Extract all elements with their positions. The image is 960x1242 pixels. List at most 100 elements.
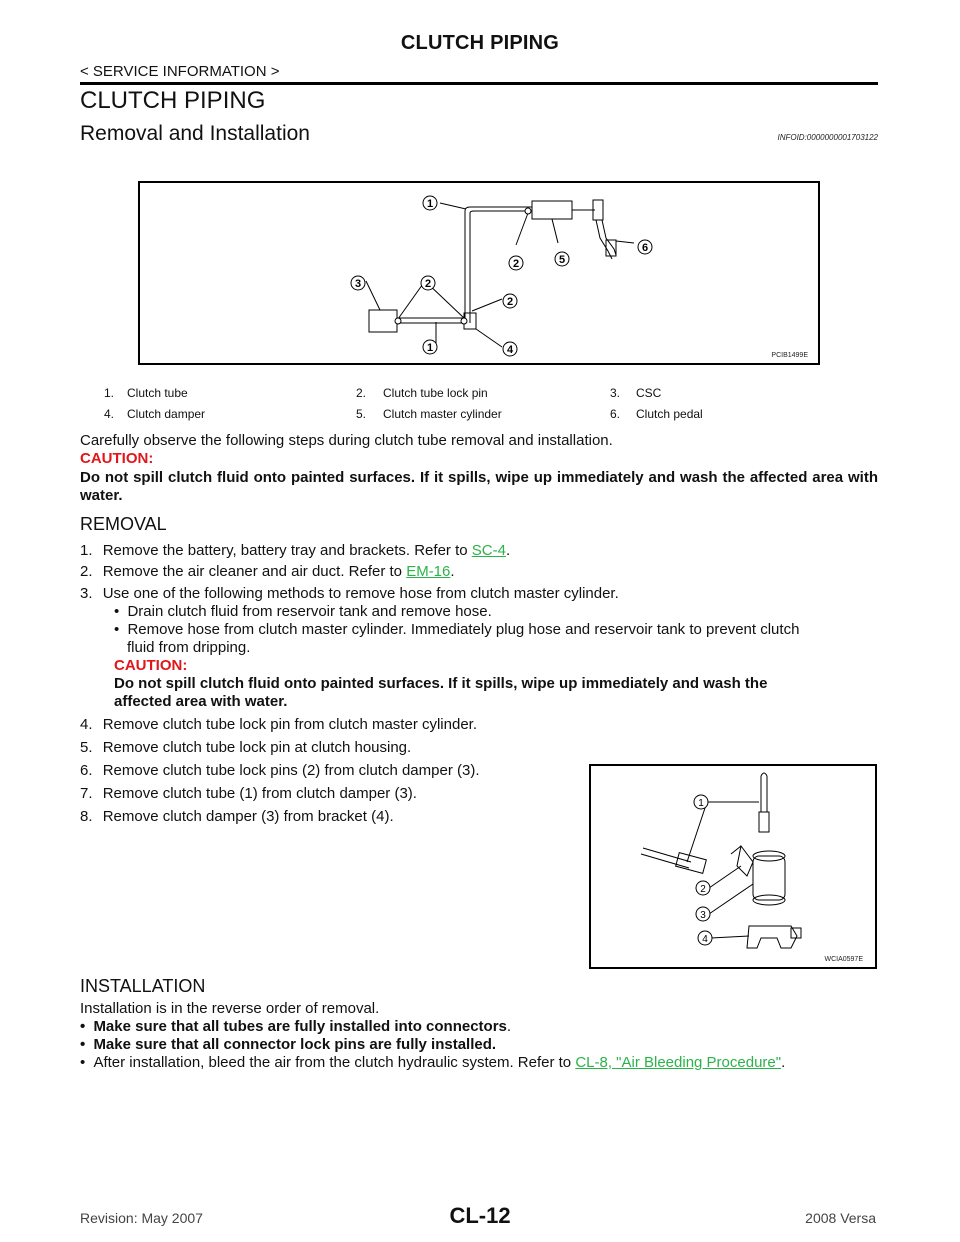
callout-1-top-text: 1 (427, 198, 433, 210)
installation-b2-text: Make sure that all connector lock pins a… (93, 1036, 497, 1053)
bullet-1-text: Drain clutch fluid from reservoir tank a… (127, 603, 492, 620)
fig2-callout-2: 2 (695, 880, 711, 896)
legend-num-2: 2. (356, 386, 367, 400)
clutch-damper-diagram: 1 2 3 4 WCIA0597E (589, 764, 877, 969)
callout-5: 5 (554, 251, 570, 267)
bullet-dot: • (114, 621, 120, 638)
step-3-number: 3. (80, 585, 93, 602)
bullet-dot: • (80, 1054, 86, 1071)
callout-2-left-text: 2 (425, 278, 431, 290)
callout-1-bottom: 1 (422, 339, 438, 355)
bullet-dot: • (80, 1036, 86, 1053)
installation-bullet-2: • Make sure that all connector lock pins… (80, 1036, 496, 1054)
fig2-callout-4-text: 4 (702, 934, 708, 945)
running-header-title: CLUTCH PIPING (400, 32, 560, 54)
bullet-2-line2: fluid from dripping. (127, 639, 251, 656)
legend-label-1: Clutch tube (127, 386, 188, 400)
step-5-text: Remove clutch tube lock pin at clutch ho… (102, 739, 412, 756)
fig2-callout-1: 1 (693, 794, 709, 810)
link-sc-4[interactable]: SC-4 (471, 542, 506, 559)
fig2-callout-3: 3 (695, 906, 711, 922)
step-6-text: Remove clutch tube lock pins (2) from cl… (102, 762, 480, 779)
step-2-tail: . (450, 563, 455, 580)
callout-6-text: 6 (642, 242, 648, 254)
removal-bullet-1: • Drain clutch fluid from reservoir tank… (114, 603, 492, 621)
fig2-callout-3-text: 3 (700, 910, 706, 921)
footer-model: 2008 Versa (805, 1210, 876, 1226)
legend-num-5: 5. (356, 407, 367, 421)
legend-label-5: Clutch master cylinder (383, 407, 502, 421)
removal-bullet-2: • Remove hose from clutch master cylinde… (114, 621, 878, 639)
removal-step-8: 8. Remove clutch damper (3) from bracket… (80, 808, 394, 826)
removal-step-6: 6. Remove clutch tube lock pins (2) from… (80, 762, 480, 780)
step-2-number: 2. (80, 563, 93, 580)
section-heading: Removal and Installation (80, 122, 310, 145)
callout-2-mid: 2 (508, 255, 524, 271)
step-6-number: 6. (80, 762, 93, 779)
step-3-text: Use one of the following methods to remo… (102, 585, 619, 602)
legend-num-3: 3. (610, 386, 621, 400)
callout-2-left: 2 (420, 275, 436, 291)
step-5-number: 5. (80, 739, 93, 756)
installation-b3-tail: . (781, 1054, 786, 1071)
callout-2-mid-text: 2 (513, 258, 519, 270)
callout-4-text: 4 (507, 344, 514, 356)
info-id: INFOID:0000000001703122 (777, 133, 878, 142)
step-4-text: Remove clutch tube lock pin from clutch … (102, 716, 478, 733)
bullet-2-line1: Remove hose from clutch master cylinder.… (127, 621, 800, 638)
header-rule (80, 82, 878, 85)
intro-text: Carefully observe the following steps du… (80, 432, 613, 449)
caution-text: Do not spill clutch fluid onto painted s… (80, 469, 878, 504)
legend-label-4: Clutch damper (127, 407, 206, 421)
legend-num-4: 4. (104, 407, 115, 421)
clutch-piping-diagram: 1 2 2 5 6 3 2 1 4 PCIB1499E (138, 181, 820, 365)
removal-step-3: 3. Use one of the following methods to r… (80, 585, 619, 603)
step-2-text: Remove the air cleaner and air duct. Ref… (102, 563, 407, 580)
callout-3-text: 3 (355, 278, 361, 290)
callout-2-right-text: 2 (507, 296, 513, 308)
caution-label: CAUTION: (80, 450, 154, 467)
bullet-dot: • (80, 1018, 86, 1035)
callout-4: 4 (502, 341, 518, 357)
installation-bullet-1: • Make sure that all tubes are fully ins… (80, 1018, 511, 1036)
installation-b1-text: Make sure that all tubes are fully insta… (93, 1018, 507, 1035)
fig2-callout-4: 4 (697, 930, 713, 946)
removal-step-5: 5. Remove clutch tube lock pin at clutch… (80, 739, 411, 757)
footer-revision: Revision: May 2007 (80, 1210, 203, 1226)
legend-label-2: Clutch tube lock pin (383, 386, 488, 400)
damper-diagram-svg: 1 2 3 4 (640, 772, 802, 949)
removal-step-4: 4. Remove clutch tube lock pin from clut… (80, 716, 477, 734)
callout-3: 3 (350, 275, 366, 291)
link-cl-8-air-bleeding[interactable]: CL-8, "Air Bleeding Procedure" (575, 1054, 782, 1071)
installation-b1-tail: . (506, 1018, 512, 1035)
figure-code: PCIB1499E (771, 352, 808, 359)
section-breadcrumb: < SERVICE INFORMATION > (80, 63, 280, 80)
step-7-text: Remove clutch tube (1) from clutch dampe… (102, 785, 417, 802)
step-4-number: 4. (80, 716, 93, 733)
callout-1-bottom-text: 1 (427, 342, 433, 354)
step-1-tail: . (505, 542, 511, 559)
step-8-text: Remove clutch damper (3) from bracket (4… (102, 808, 394, 825)
step-8-number: 8. (80, 808, 93, 825)
page-title: CLUTCH PIPING (80, 87, 266, 114)
step-7-number: 7. (80, 785, 93, 802)
step-1-text: Remove the battery, battery tray and bra… (102, 542, 472, 559)
link-em-16[interactable]: EM-16 (406, 563, 451, 580)
removal-caution-label: CAUTION: (114, 657, 188, 674)
installation-b3-text: After installation, bleed the air from t… (93, 1054, 576, 1071)
bullet-dot: • (114, 603, 120, 620)
removal-step-7: 7. Remove clutch tube (1) from clutch da… (80, 785, 417, 803)
installation-bullet-3: • After installation, bleed the air from… (80, 1054, 785, 1072)
legend-label-3: CSC (636, 386, 662, 400)
step-1-number: 1. (80, 542, 93, 559)
removal-caution-line1: Do not spill clutch fluid onto painted s… (114, 675, 768, 692)
callout-5-text: 5 (559, 254, 565, 266)
fig2-callout-1-text: 1 (698, 798, 704, 809)
callout-6: 6 (637, 239, 653, 255)
removal-step-2: 2. Remove the air cleaner and air duct. … (80, 563, 455, 581)
piping-diagram-svg: 1 2 2 5 6 3 2 1 4 (350, 195, 653, 357)
removal-caution-line2: affected area with water. (114, 693, 288, 710)
callout-1-top: 1 (422, 195, 438, 211)
figure2-code: WCIA0597E (824, 956, 863, 963)
legend-label-6: Clutch pedal (636, 407, 703, 421)
